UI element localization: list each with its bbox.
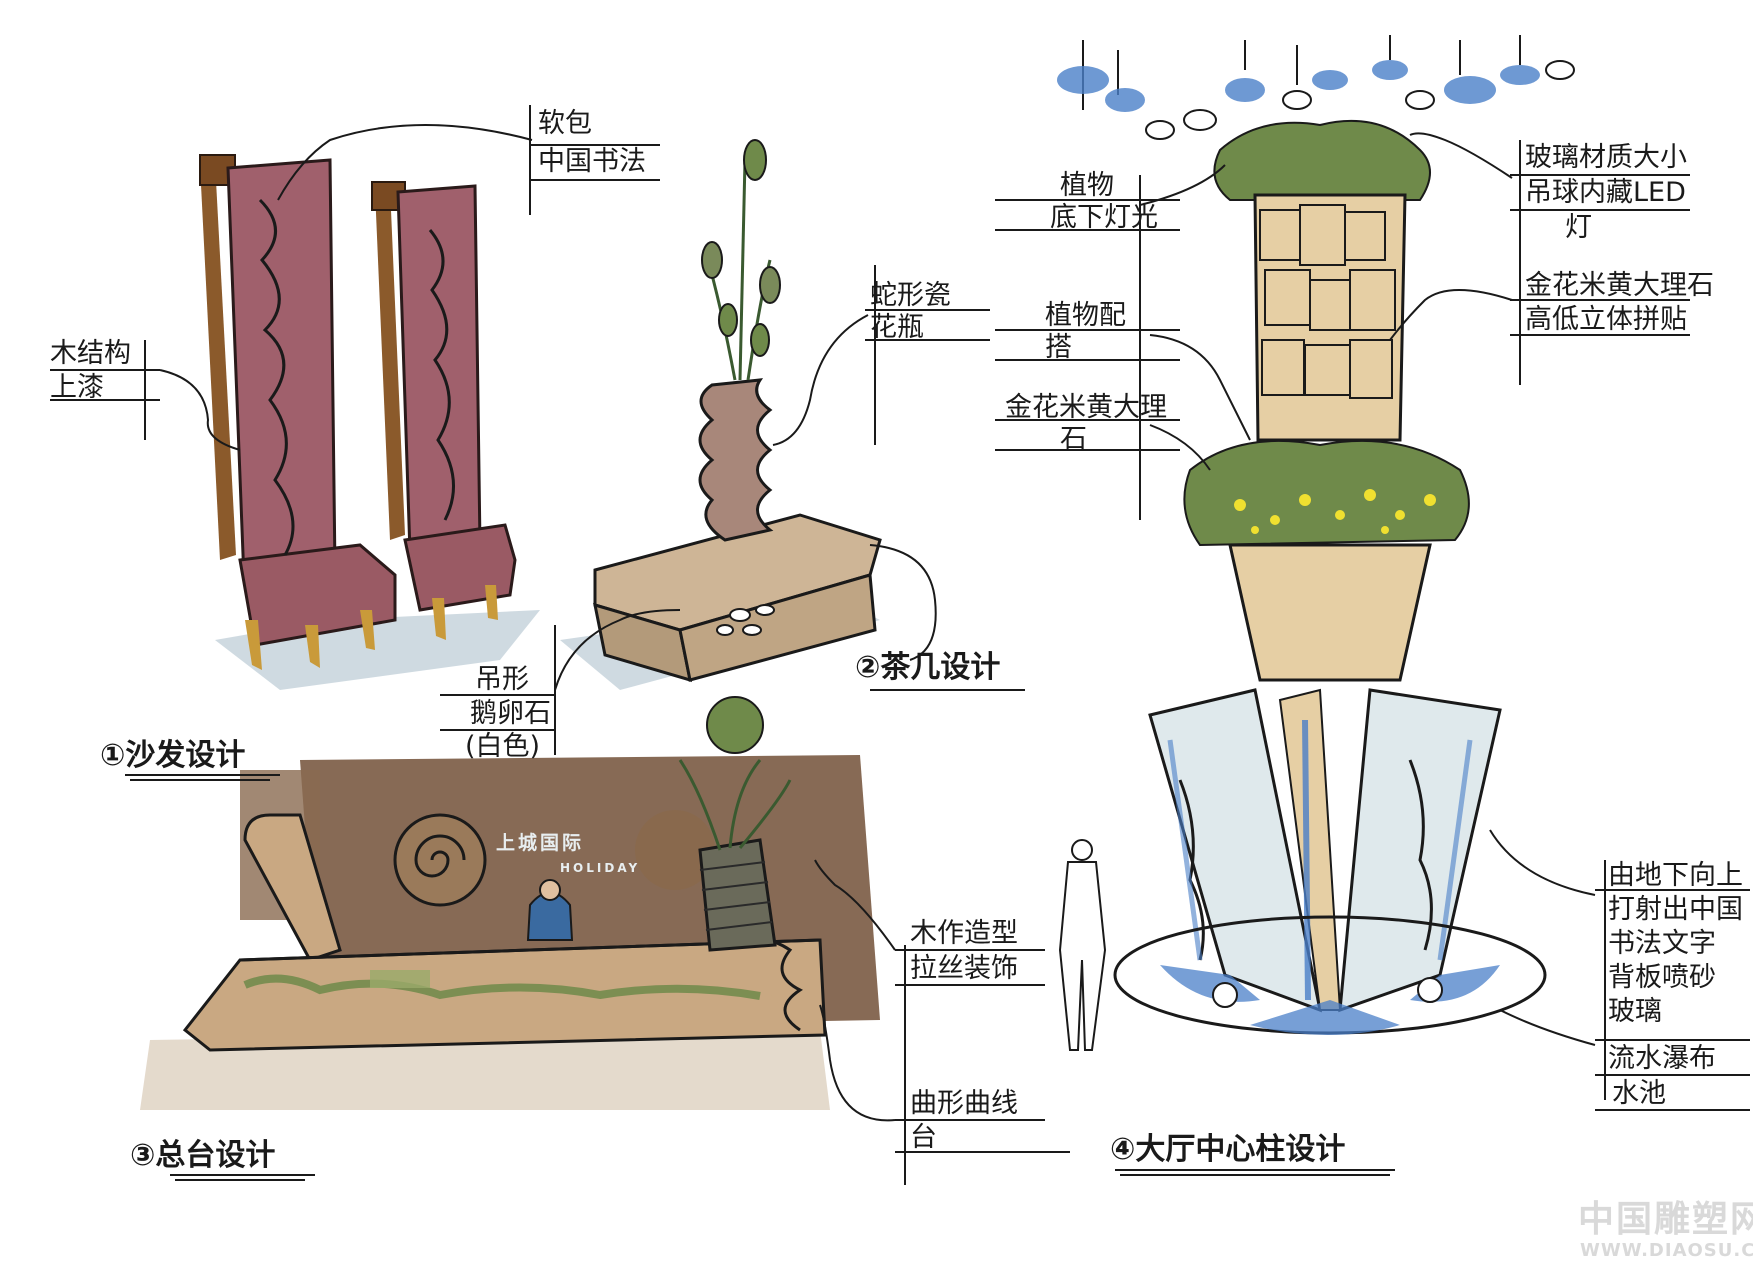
label-sofa-wood-2: 上漆 <box>50 372 104 403</box>
watermark-cn: 中国雕塑网 <box>1578 1199 1753 1240</box>
label-vase-2: 花瓶 <box>870 312 924 343</box>
title-column-design: ④大厅中心柱设计 <box>1110 1132 1346 1167</box>
tea-table-illustration <box>560 139 882 690</box>
label-sofa-fabric-1: 软包 <box>538 108 592 139</box>
front-desk-illustration <box>140 696 880 1110</box>
label-sofa-fabric-2: 中国书法 <box>538 146 646 177</box>
label-stone-2: 高低立体拼贴 <box>1525 304 1687 335</box>
title-tea-table-design: ②茶几设计 <box>855 650 1001 685</box>
signage-sub: HOLIDAY <box>560 861 641 875</box>
label-table-1: 吊形 <box>475 664 529 695</box>
label-marble-2: 石 <box>1060 424 1087 455</box>
title-front-desk-design: ③总台设计 <box>130 1138 276 1173</box>
label-table-3: (白色) <box>465 731 541 762</box>
label-panel-3: 书法文字 <box>1608 928 1716 959</box>
label-marble-1: 金花米黄大理 <box>1005 392 1167 423</box>
label-counter-wood-2: 拉丝装饰 <box>910 953 1018 984</box>
label-sofa-wood-1: 木结构 <box>50 338 131 369</box>
label-counter-base-1: 曲形曲线 <box>910 1088 1018 1119</box>
label-glass-3: 灯 <box>1565 212 1592 243</box>
label-plant-light-2: 底下灯光 <box>1050 202 1158 233</box>
label-counter-wood-1: 木作造型 <box>910 918 1018 949</box>
label-plant-pot-2: 搭 <box>1045 332 1072 363</box>
label-counter-base-2: 台 <box>910 1122 937 1153</box>
column-illustration <box>1057 35 1575 1051</box>
label-plant-light-1: 植物 <box>1060 170 1114 201</box>
label-panel-1: 由地下向上 <box>1608 860 1743 891</box>
label-water-1: 流水瀑布 <box>1608 1043 1716 1074</box>
label-plant-pot-1: 植物配 <box>1045 300 1126 331</box>
signage-main: 上城国际 <box>496 832 585 854</box>
label-stone-1: 金花米黄大理石 <box>1525 270 1714 301</box>
title-sofa-design: ①沙发设计 <box>100 738 246 773</box>
label-panel-2: 打射出中国 <box>1608 894 1743 925</box>
label-glass-2: 吊球内藏LED <box>1525 177 1686 208</box>
sofa-illustration <box>199 154 540 690</box>
watermark-url: WWW.DIAOSU.CN <box>1580 1240 1753 1261</box>
label-panel-4: 背板喷砂 <box>1608 962 1716 993</box>
leader-lines <box>50 105 1750 1185</box>
label-panel-5: 玻璃 <box>1608 996 1662 1027</box>
label-vase-1: 蛇形瓷 <box>870 280 951 311</box>
label-table-2: 鹅卵石 <box>470 698 551 729</box>
label-pool: 水池 <box>1612 1078 1666 1109</box>
label-glass-1: 玻璃材质大小 <box>1525 142 1687 173</box>
